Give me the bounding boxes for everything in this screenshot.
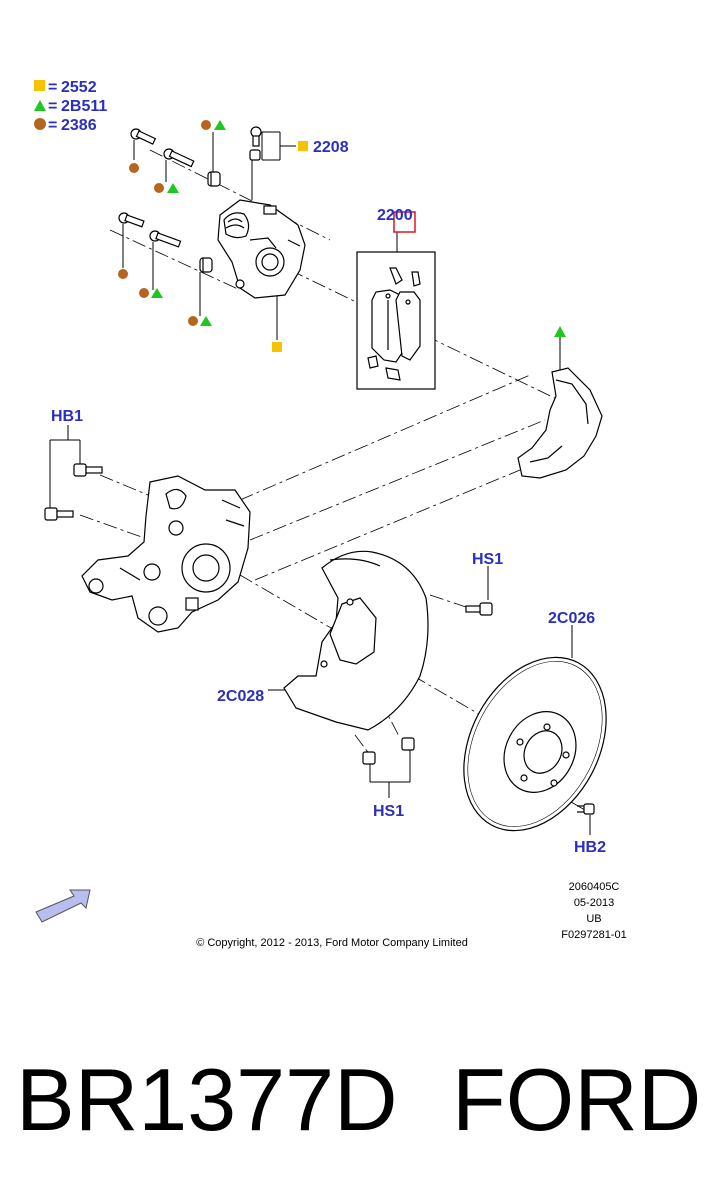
callout-hb2: HB2 [574, 839, 606, 856]
legend-code-2552: 2552 [61, 79, 97, 96]
yellow-square-icon [272, 342, 282, 352]
legend-code-2386: 2386 [61, 117, 97, 134]
brake-disc [463, 656, 607, 832]
doc-ref: F0297281-01 [561, 929, 626, 941]
brown-circle-icon [201, 120, 211, 130]
brake-pad-kit [356, 251, 436, 390]
bolt-icon [44, 507, 74, 521]
legend-circle-icon [34, 118, 46, 130]
green-triangle-icon [554, 326, 566, 337]
brown-circle-icon [154, 183, 164, 193]
screw-icon [577, 803, 595, 815]
bolt-icon [130, 128, 157, 145]
green-triangle-icon [151, 288, 163, 298]
bolt-icon [73, 463, 103, 477]
bolt-icon [118, 212, 145, 228]
legend-sign-2: = [48, 98, 57, 115]
highlight-box [393, 211, 416, 233]
bolt-icon [362, 751, 376, 765]
bolt-icon [401, 737, 415, 751]
callout-2c028: 2C028 [217, 688, 264, 705]
brown-circle-icon [139, 288, 149, 298]
bolt-icon [465, 602, 493, 616]
disc-screw [577, 803, 595, 815]
doc-date: 05-2013 [574, 897, 614, 909]
callout-2c026: 2C026 [548, 610, 595, 627]
legend-triangle-icon [34, 100, 46, 111]
legend: = 2552 = 2B511 = 2386 [34, 79, 107, 134]
front-direction-arrow-icon [35, 889, 91, 923]
legend-square-icon [34, 80, 45, 91]
callout-2208: 2208 [313, 139, 349, 156]
part-caption: BR1377D FORD [0, 1040, 708, 1180]
bolt-icon [163, 148, 195, 168]
green-triangle-icon [214, 120, 226, 130]
bushing-icon [199, 257, 213, 273]
brake-caliper [217, 199, 306, 299]
doc-region: UB [586, 913, 601, 925]
brown-circle-icon [188, 316, 198, 326]
brown-circle-icon [118, 269, 128, 279]
knuckle-bolts [44, 463, 103, 521]
brake-exploded-diagram: = 2552 = 2B511 = 2386 [34, 79, 627, 949]
callouts: 2208 2200 HB1 HS1 2C026 2C028 HS1 HB2 [51, 139, 606, 856]
yellow-square-icon [298, 141, 308, 151]
brand-name: FORD [452, 1050, 702, 1149]
callout-hb1: HB1 [51, 408, 83, 425]
callout-hs1-bottom: HS1 [373, 803, 404, 820]
legend-code-2b511: 2B511 [61, 98, 107, 115]
bleed-screw-icon [249, 126, 262, 161]
green-triangle-icon [167, 183, 179, 193]
bolt-icon [149, 230, 182, 248]
leader-symbols [118, 120, 566, 352]
legend-sign-1: = [48, 79, 57, 96]
bushing-icon [207, 171, 221, 187]
callout-2200: 2200 [377, 207, 413, 224]
caliper-bracket [517, 367, 603, 479]
copyright-text: © Copyright, 2012 - 2013, Ford Motor Com… [196, 937, 468, 949]
legend-sign-3: = [48, 117, 57, 134]
steering-knuckle [81, 475, 251, 633]
part-number: BR1377D [16, 1050, 398, 1149]
doc-illustration-id: 2060405C [569, 881, 620, 893]
caliper-bolts [118, 126, 262, 273]
brown-circle-icon [129, 163, 139, 173]
callout-hs1-top: HS1 [472, 551, 503, 568]
shield-bolts [362, 602, 493, 765]
dust-shield [283, 550, 429, 731]
doc-info: 2060405C 05-2013 UB F0297281-01 [561, 881, 626, 941]
green-triangle-icon [200, 316, 212, 326]
